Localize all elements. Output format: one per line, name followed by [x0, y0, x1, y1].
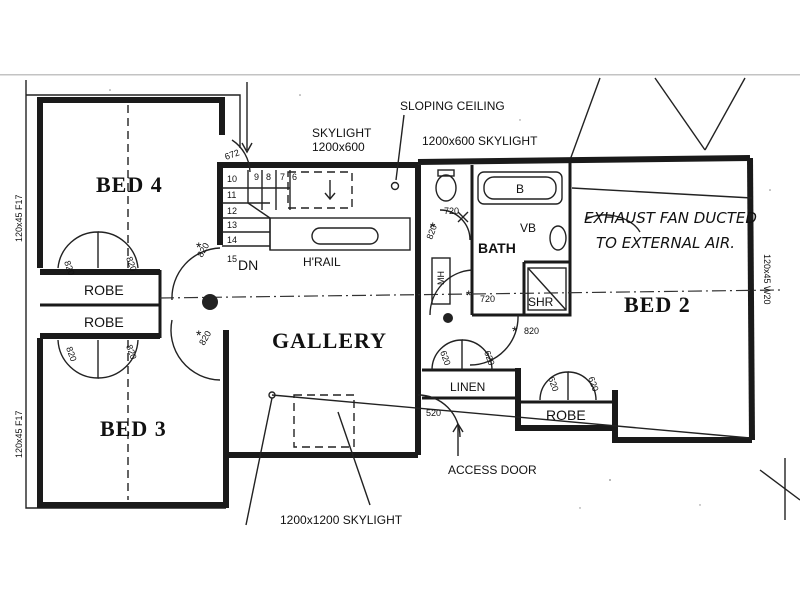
skylight-label-gallery: 1200x1200 SKYLIGHT: [280, 513, 403, 527]
stair-step: 13: [227, 220, 237, 230]
door-size: 820: [124, 343, 139, 361]
stair-step: 9: [254, 172, 259, 182]
leader-lines: [241, 82, 641, 526]
skylight-size-top: 1200x600: [312, 140, 365, 154]
asterisk-marks: * * * * *: [196, 219, 518, 343]
door-size: 672: [223, 147, 241, 162]
room-label-bed2: BED 2: [624, 292, 691, 317]
room-label-robe-b: ROBE: [84, 314, 124, 330]
window-mark-left-bottom: 120x45 F17: [14, 410, 24, 458]
room-label-bed3: BED 3: [100, 416, 167, 441]
sloping-ceiling-label: SLOPING CEILING: [400, 99, 505, 113]
paper-noise: [0, 74, 800, 509]
handrail-label: H'RAIL: [303, 255, 341, 269]
door-size: 520: [426, 408, 441, 418]
room-label-mh: MH: [436, 271, 446, 285]
door-size: 620: [546, 375, 561, 393]
stair-step: 7: [280, 172, 285, 182]
door-size: 820: [124, 255, 139, 273]
room-label-robe-c: ROBE: [546, 407, 586, 423]
room-label-shr: SHR: [528, 295, 554, 309]
svg-text:*: *: [430, 219, 436, 235]
annotations: SLOPING CEILING SKYLIGHT 1200x600 1200x6…: [238, 99, 757, 527]
door-size: 620: [482, 349, 497, 367]
room-label-vb: VB: [520, 221, 536, 235]
door-size: 820: [424, 223, 439, 241]
window-marks: 120x45 F17 120x45 F17 120x45 W20: [14, 194, 772, 458]
room-label-robe-a: ROBE: [84, 282, 124, 298]
window-mark-left-top: 120x45 F17: [14, 194, 24, 242]
stair-step: 10: [227, 174, 237, 184]
door-size: 720: [480, 294, 495, 304]
stair-step-numbers: 9 8 7 6 10 11 12 13 14 15: [227, 172, 297, 264]
walls: [37, 97, 755, 508]
stair-step: 6: [292, 172, 297, 182]
door-size: 820: [524, 326, 539, 336]
door-size: 720: [444, 206, 459, 216]
svg-text:*: *: [466, 287, 472, 303]
room-labels: BED 4 BED 3 BED 2 GALLERY BATH ROBE ROBE…: [84, 172, 691, 441]
door-swings: [57, 139, 597, 438]
exhaust-note-line2: TO EXTERNAL AIR.: [596, 234, 735, 252]
room-label-bath-b: B: [516, 182, 524, 196]
stair-step: 8: [266, 172, 271, 182]
door-size: 820: [62, 259, 77, 277]
access-door-label: ACCESS DOOR: [448, 463, 537, 477]
svg-text:*: *: [512, 323, 518, 339]
window-mark-right: 120x45 W20: [762, 254, 772, 305]
room-label-bed4: BED 4: [96, 172, 163, 197]
exhaust-note-line1: EXHAUST FAN DUCTED: [584, 209, 757, 227]
stair-down-label: DN: [238, 257, 258, 273]
fittings: [202, 181, 469, 399]
skylight-label-top: SKYLIGHT: [312, 126, 372, 140]
svg-text:*: *: [196, 239, 202, 255]
door-size: 820: [64, 345, 79, 363]
stair-step: 11: [227, 190, 236, 200]
stair-step: 14: [227, 235, 237, 245]
stair-step: 12: [227, 206, 237, 216]
svg-text:*: *: [196, 327, 202, 343]
skylight-label-bath: 1200x600 SKYLIGHT: [422, 134, 538, 148]
room-label-gallery: GALLERY: [272, 328, 387, 353]
door-size: 620: [586, 375, 601, 393]
room-label-linen: LINEN: [450, 380, 485, 394]
room-label-bath: BATH: [478, 240, 516, 256]
stair-step: 15: [227, 254, 237, 264]
door-size-marks: 820 820 820 820 820 820 820 720 720 820 …: [62, 147, 601, 418]
skylights: [127, 105, 781, 500]
stair: [222, 170, 411, 251]
door-size: 620: [438, 349, 453, 367]
bath-fixtures: [431, 169, 567, 311]
